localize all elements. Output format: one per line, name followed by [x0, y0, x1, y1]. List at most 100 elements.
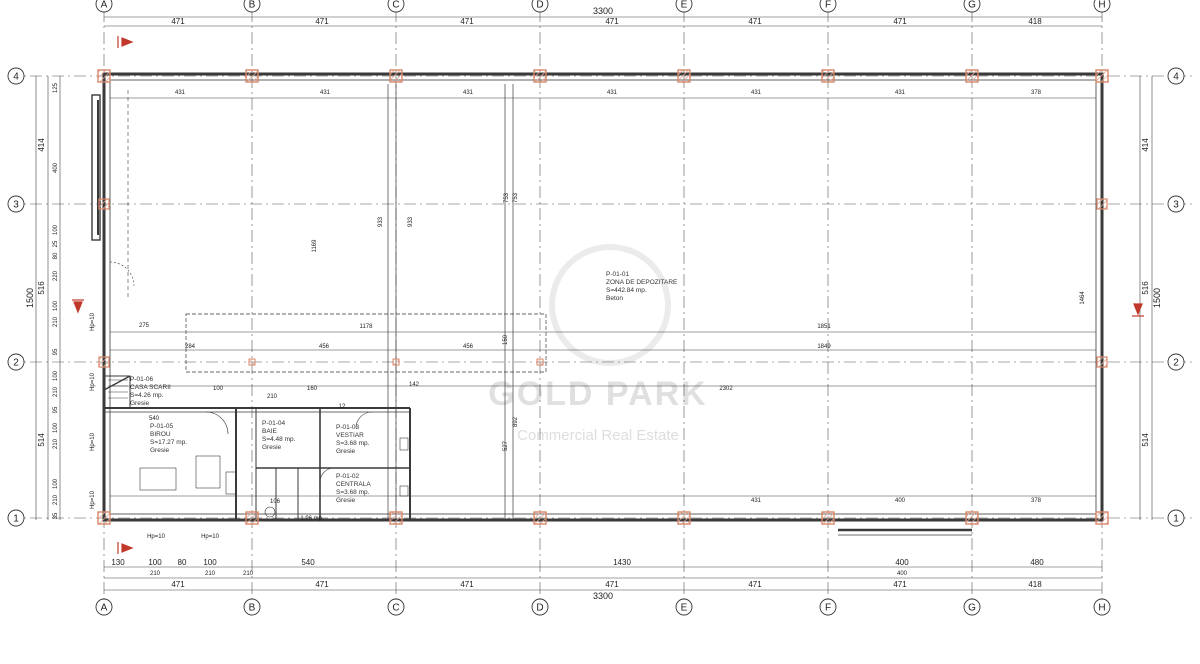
- column: [1095, 69, 1109, 83]
- axis-bubble-A: A: [95, 0, 113, 13]
- interior-dim: 142: [409, 382, 420, 388]
- left-detail-dim: 100: [53, 370, 59, 381]
- svg-text:E: E: [681, 0, 688, 11]
- bottom-sub-dim: 210: [205, 571, 216, 577]
- watermark: GOLD PARK Commercial Real Estate: [488, 244, 706, 444]
- interior-dim: 1178: [360, 324, 374, 330]
- svg-text:4: 4: [13, 72, 19, 83]
- top-span-dim: 471: [171, 17, 185, 26]
- hp-label: Hp=10: [90, 312, 96, 331]
- left-detail-dim: 210: [53, 438, 59, 449]
- dimension-lines: [35, 16, 1153, 591]
- room-name: CENTRALA: [336, 481, 371, 488]
- interior-dim: 2302: [719, 386, 733, 392]
- inner-top-dim: 378: [1031, 90, 1042, 96]
- room-finish: Gresie: [150, 447, 170, 454]
- interior-dim: 12: [339, 404, 346, 410]
- bottom-span-dim: 471: [171, 580, 185, 589]
- hp-label: Hp=10: [90, 490, 96, 509]
- room-stairwell: P-01-06 CASA SCARII S=4.26 mp. Gresie: [130, 376, 171, 407]
- axis-bubble-B: B: [243, 0, 261, 13]
- room-finish: Gresie: [262, 444, 282, 451]
- hp-label: Hp=10: [201, 534, 220, 540]
- svg-text:G: G: [968, 603, 976, 614]
- section-marker-icon: [1132, 303, 1144, 317]
- column: [965, 511, 979, 525]
- interior-dim: 210: [267, 394, 278, 400]
- bottom-sub-dim: 210: [150, 571, 161, 577]
- room-changing: P-01-03 VESTIAR S=3.68 mp. Gresie: [336, 424, 370, 455]
- interior-dim: 456: [463, 344, 474, 350]
- interior-dim: 150: [503, 334, 509, 345]
- interior-dim: 284: [185, 344, 196, 350]
- axis-bubble-H: H: [1093, 0, 1111, 13]
- room-area: S=3.68 mp.: [336, 489, 370, 496]
- axis-bubble-3: 3: [7, 195, 25, 213]
- right-span-dim: 414: [1141, 138, 1150, 152]
- interior-dim: 275: [139, 323, 150, 329]
- left-detail-dim: 35: [53, 512, 59, 519]
- axis-bubble-3: 3: [1167, 195, 1185, 213]
- left-detail-dim: 210: [53, 316, 59, 327]
- axis-bubble-G: G: [963, 0, 981, 13]
- svg-text:2: 2: [1173, 358, 1179, 369]
- svg-text:F: F: [825, 0, 831, 11]
- column: [389, 69, 403, 83]
- axis-bubble-F: F: [819, 0, 837, 13]
- left-total-dim: 1500: [25, 288, 35, 308]
- column: [965, 69, 979, 83]
- room-code: P-01-04: [262, 420, 286, 427]
- building-walls: [91, 72, 1104, 536]
- axis-bubble-B: B: [243, 598, 261, 616]
- right-total-dim: 1500: [1152, 288, 1162, 308]
- column: [97, 511, 111, 525]
- axis-bubble-D: D: [531, 0, 549, 13]
- room-area: S=4.26 mp.: [130, 392, 164, 399]
- inner-top-dim: 431: [320, 90, 331, 96]
- top-span-dim: 418: [1028, 17, 1042, 26]
- column: [98, 198, 110, 210]
- bottom-sub-dim: 400: [897, 571, 908, 577]
- axis-bubble-C: C: [387, 0, 405, 13]
- svg-text:C: C: [392, 0, 399, 11]
- interior-dim: 160: [307, 386, 318, 392]
- section-marker-icon: [117, 542, 134, 554]
- axis-bubble-1: 1: [1167, 509, 1185, 527]
- left-detail-dim: 210: [53, 386, 59, 397]
- bottom-opening-dim: 480: [1030, 558, 1044, 567]
- column: [677, 69, 691, 83]
- bottom-opening-dim: 540: [301, 558, 315, 567]
- bottom-dimensions: 130 100 80 100 540 1430 400 480 210 210 …: [111, 498, 1044, 601]
- left-detail-dim: 100: [53, 422, 59, 433]
- svg-text:C: C: [392, 603, 399, 614]
- left-span-dim: 514: [37, 433, 46, 447]
- column: [533, 511, 547, 525]
- top-span-dim: 471: [460, 17, 474, 26]
- room-name: CASA SCARII: [130, 384, 171, 391]
- column: [248, 358, 256, 366]
- section-marker-icon: [72, 299, 84, 314]
- interior-dim: 1464: [1080, 291, 1086, 305]
- top-span-dim: 471: [605, 17, 619, 26]
- left-detail-dim: 95: [53, 406, 59, 413]
- left-detail-dim: 95: [53, 348, 59, 355]
- svg-text:H: H: [1098, 0, 1105, 11]
- bottom-opening-dim: 130: [111, 558, 125, 567]
- room-code: P-01-06: [130, 376, 154, 383]
- room-code: P-01-05: [150, 423, 174, 430]
- inner-top-dim: 431: [463, 90, 474, 96]
- bottom-opening-dim: 100: [203, 558, 217, 567]
- inner-top-dim: 431: [607, 90, 618, 96]
- column: [821, 69, 835, 83]
- opening-height-labels: Hp=10 Hp=10 Hp=10 Hp=10 Hp=10 Hp=10: [90, 312, 220, 540]
- column: [98, 356, 110, 368]
- inner-bottom-dim: 1.96 mp.: [300, 516, 324, 522]
- svg-text:E: E: [681, 603, 688, 614]
- hp-label: Hp=10: [147, 534, 166, 540]
- column: [677, 511, 691, 525]
- right-span-dim: 514: [1141, 433, 1150, 447]
- column: [389, 511, 403, 525]
- svg-text:F: F: [825, 603, 831, 614]
